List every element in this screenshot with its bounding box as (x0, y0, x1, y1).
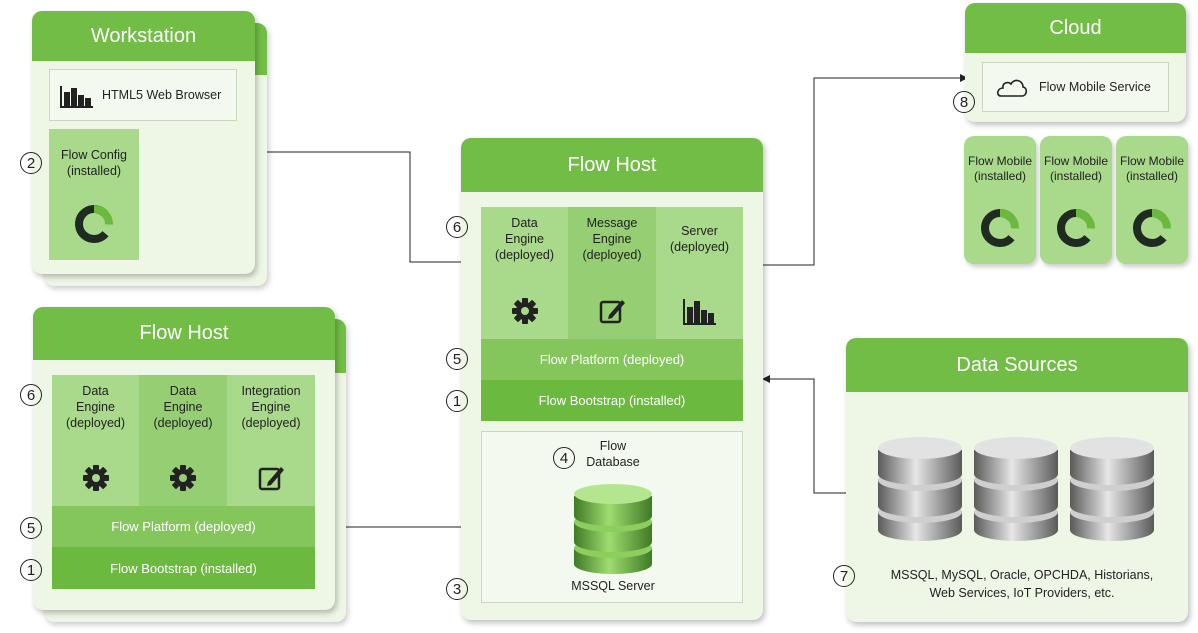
engine-label: Engine (505, 232, 544, 246)
engine-status: (deployed) (153, 416, 213, 430)
engine-status: (deployed) (669, 240, 730, 254)
flow-mobile-3: Flow Mobile (installed) (1116, 136, 1188, 264)
workstation-title: Workstation (32, 11, 255, 61)
center-bootstrap-bar: Flow Bootstrap (installed) (481, 380, 743, 421)
database-icon (574, 484, 652, 574)
flow-mobile-status: (installed) (1049, 169, 1103, 183)
cloud-panel: Cloud Flow Mobile Service (965, 3, 1186, 122)
flow-config-label: Flow Config (61, 148, 127, 162)
left-engine-1: Data Engine (deployed) (52, 375, 139, 506)
cloud-title: Cloud (965, 3, 1186, 53)
engine-status: (deployed) (582, 248, 642, 262)
left-host-panel: Flow Host Data Engine (deployed) Data En… (33, 307, 335, 610)
engine-status: (deployed) (241, 416, 301, 430)
flow-mobile-2: Flow Mobile (installed) (1040, 136, 1112, 264)
connector-host-to-cloud (763, 74, 968, 266)
badge-left-bootstrap: 1 (20, 559, 42, 581)
database-label-line1: Flow (599, 439, 627, 453)
database-label: Flow Database (482, 438, 744, 470)
center-platform-bar: Flow Platform (deployed) (481, 339, 743, 380)
badge-sql-server: 3 (446, 578, 468, 600)
database-servers-icon (878, 437, 1154, 541)
edit-icon (599, 300, 625, 324)
flow-logo-icon (1133, 209, 1171, 247)
badge-center-bootstrap: 1 (446, 390, 468, 412)
center-engine-3: Server (deployed) (656, 207, 743, 339)
center-host-panel: Flow Host Data Engine (deployed) Message… (461, 138, 763, 620)
sql-server-label: MSSQL Server (571, 579, 655, 593)
badge-left-engines: 6 (20, 384, 42, 406)
cloud-icon (997, 79, 1028, 97)
flow-logo-icon (75, 205, 113, 243)
flow-config-box: Flow Config (installed) (49, 129, 139, 260)
left-bootstrap-bar: Flow Bootstrap (installed) (52, 547, 315, 589)
flow-mobile-label: Flow Mobile (1119, 154, 1185, 168)
engine-label: Message (586, 216, 638, 230)
database-cylinder-3 (1070, 437, 1154, 541)
engine-label: Data (511, 216, 538, 230)
database-label-line2: Database (586, 455, 640, 469)
engine-label: Engine (592, 232, 632, 246)
badge-left-platform: 5 (20, 517, 42, 539)
flow-mobile-label: Flow Mobile (967, 154, 1033, 168)
data-sources-title: Data Sources (846, 338, 1188, 392)
flow-mobile-label: Flow Mobile (1043, 154, 1109, 168)
badge-data-sources: 7 (833, 565, 855, 587)
flow-mobile-status: (installed) (1125, 169, 1179, 183)
browser-box: HTML5 Web Browser (49, 69, 237, 121)
left-platform-bar: Flow Platform (deployed) (52, 506, 315, 547)
center-host-title: Flow Host (461, 138, 763, 192)
badge-database: 4 (553, 447, 575, 469)
badge-center-platform: 5 (446, 348, 468, 370)
flow-config-status: (installed) (66, 164, 122, 178)
left-engine-2: Data Engine (deployed) (139, 375, 227, 506)
gear-icon (511, 298, 538, 324)
flow-logo-icon (981, 209, 1019, 247)
flow-logo-icon (1057, 209, 1095, 247)
data-sources-list: MSSQL, MySQL, Oracle, OPCHDA, Historians… (866, 566, 1178, 602)
data-sources-line1: MSSQL, MySQL, Oracle, OPCHDA, Historians… (890, 568, 1154, 582)
engine-label: Integration (241, 384, 301, 398)
badge-cloud: 8 (953, 91, 975, 113)
engine-label: Engine (76, 400, 115, 414)
left-host-title: Flow Host (33, 307, 335, 360)
connector-host-to-workstation (255, 148, 461, 263)
gear-icon (170, 465, 196, 491)
data-sources-panel: Data Sources (846, 338, 1188, 622)
engine-label: Data (82, 384, 109, 398)
mobile-service-box: Flow Mobile Service (982, 62, 1169, 112)
database-cylinder-1 (878, 437, 962, 541)
engine-status: (deployed) (494, 248, 555, 262)
data-sources-line2: Web Services, IoT Providers, etc. (929, 586, 1115, 600)
database-box: Flow Database MSSQL Server (481, 431, 743, 603)
flow-mobile-status: (installed) (973, 169, 1027, 183)
browser-label: HTML5 Web Browser (102, 88, 222, 102)
connector-datasources-to-host (762, 375, 846, 494)
bar-chart-icon (60, 86, 93, 108)
workstation-panel: Workstation HTML5 Web Browser Flow Confi… (32, 11, 255, 274)
flow-mobile-1: Flow Mobile (installed) (964, 136, 1036, 264)
left-engine-3: Integration Engine (deployed) (227, 375, 315, 506)
center-engine-1: Data Engine (deployed) (481, 207, 568, 339)
engine-status: (deployed) (65, 416, 126, 430)
engine-label: Engine (163, 400, 203, 414)
engine-label: Server (681, 224, 718, 238)
gear-icon (82, 465, 109, 491)
center-engine-2: Message Engine (deployed) (568, 207, 656, 339)
mobile-service-label: Flow Mobile Service (1039, 80, 1151, 94)
bar-chart-icon (682, 299, 716, 325)
edit-icon (258, 467, 284, 491)
engine-label: Data (169, 384, 197, 398)
database-cylinder-2 (974, 437, 1058, 541)
engine-label: Engine (251, 400, 291, 414)
badge-workstation: 2 (20, 152, 42, 174)
badge-center-engines: 6 (446, 216, 468, 238)
